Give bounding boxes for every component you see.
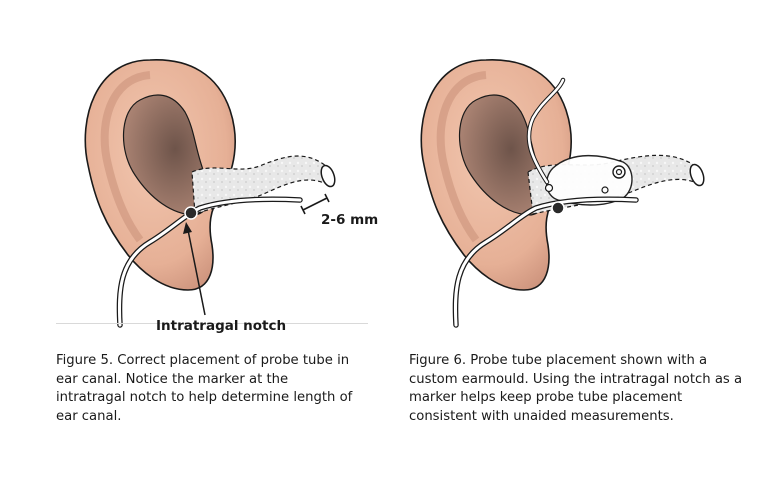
distance-label: 2-6 mm bbox=[321, 212, 378, 228]
canal-opening bbox=[319, 164, 338, 189]
figure-5-caption: Figure 5. Correct placement of probe tub… bbox=[56, 352, 356, 426]
distance-bracket bbox=[301, 194, 329, 214]
probe-marker bbox=[185, 207, 197, 219]
ear-illustration-fig5 bbox=[0, 0, 383, 340]
ear-illustration-fig6 bbox=[383, 0, 766, 340]
probe-marker bbox=[552, 202, 564, 214]
canal-opening bbox=[688, 163, 707, 188]
intratragal-notch-label: Intratragal notch bbox=[156, 318, 286, 334]
figure-6-caption: Figure 6. Probe tube placement shown wit… bbox=[409, 352, 749, 426]
